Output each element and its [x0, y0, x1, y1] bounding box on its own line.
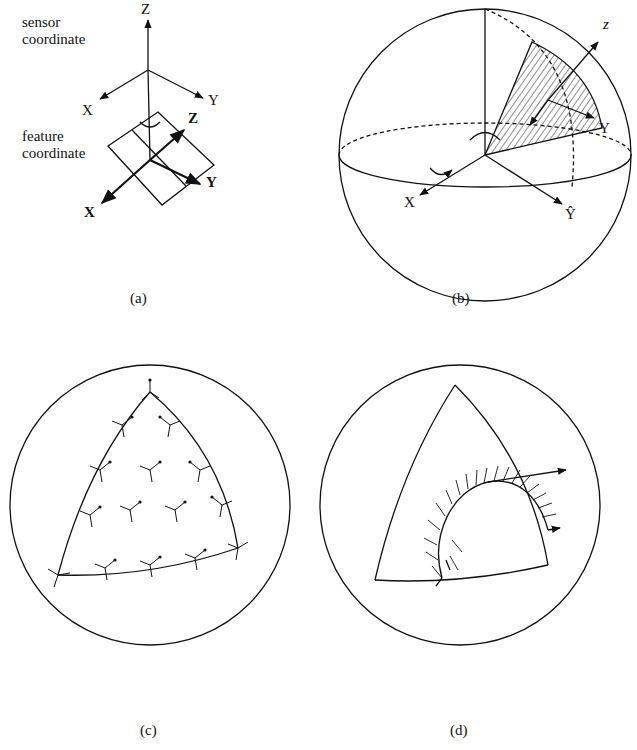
axis-label: (d): [450, 722, 468, 739]
axis-label: X: [84, 204, 95, 221]
coordinate-caption: sensor coordinate: [22, 14, 94, 48]
axis-label: Z: [188, 110, 198, 127]
axis-label: (a): [130, 290, 147, 307]
axis-label: Y: [208, 92, 219, 109]
axis-label: (c): [140, 722, 157, 739]
coordinate-caption: feature coordinate: [22, 128, 94, 162]
axis-label: Z: [141, 1, 150, 18]
axis-label: (b): [452, 290, 470, 307]
axis-label: Y: [206, 174, 217, 191]
axis-label: Y: [599, 120, 610, 137]
axis-label: Ŷ: [565, 206, 576, 223]
axis-label: z: [603, 16, 609, 33]
axis-label: X: [82, 102, 93, 119]
axis-label: X: [404, 194, 415, 211]
